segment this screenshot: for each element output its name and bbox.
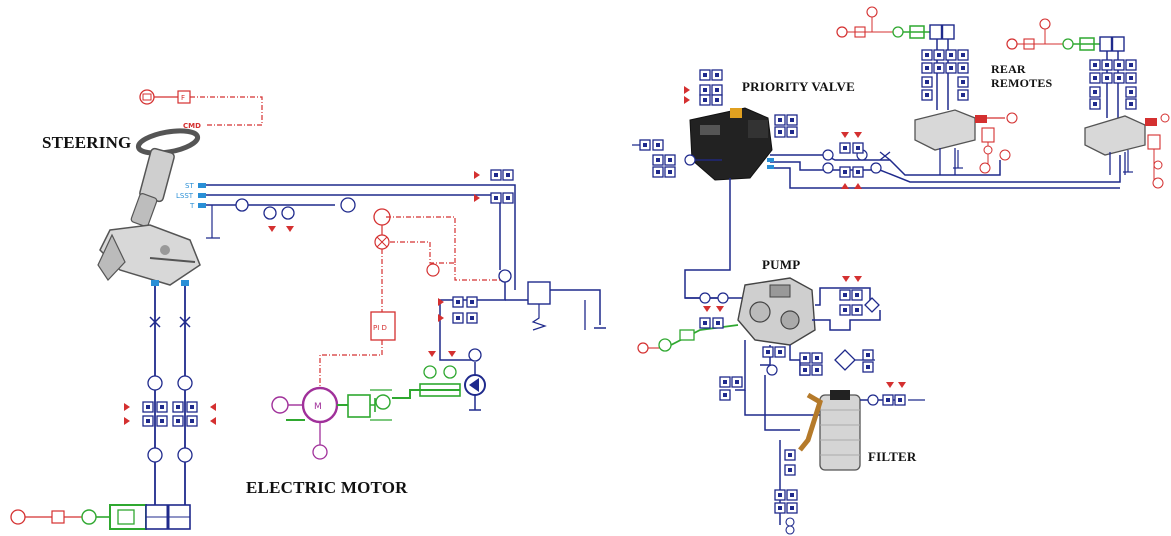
priority-valve-sensors bbox=[632, 69, 798, 178]
port-tag-lsst: LSST bbox=[176, 192, 194, 200]
label-rear-remotes-line1: REAR bbox=[991, 62, 1026, 76]
label-priority-valve: PRIORITY VALVE bbox=[742, 79, 855, 94]
electric-motor-group: M bbox=[271, 348, 486, 460]
priority-valve-graphic bbox=[689, 107, 773, 181]
priority-valve-lines bbox=[684, 132, 1121, 299]
svg-text:M: M bbox=[314, 402, 322, 412]
filter-graphic bbox=[798, 390, 861, 471]
hydraulic-supply-subsystem bbox=[632, 6, 1170, 535]
steering-column-graphic bbox=[97, 128, 201, 286]
svg-text:PI D: PI D bbox=[373, 324, 387, 332]
pump-graphic bbox=[737, 277, 816, 346]
label-filter: FILTER bbox=[868, 449, 917, 464]
steering-cylinder-lines bbox=[124, 280, 216, 505]
pump-circuit bbox=[637, 276, 881, 431]
steering-actuator bbox=[10, 504, 191, 530]
label-pump: PUMP bbox=[762, 257, 801, 272]
label-steering: STEERING bbox=[42, 133, 132, 152]
label-rear-remotes: REAR REMOTES bbox=[991, 62, 1052, 90]
label-rear-remotes-line2: REMOTES bbox=[991, 76, 1053, 90]
filter-circuit bbox=[774, 382, 925, 535]
port-tag-st: ST bbox=[185, 182, 194, 190]
steering-command-source: F CMD bbox=[139, 89, 263, 130]
port-tag-t: T bbox=[189, 202, 195, 210]
motor-controller: PI D bbox=[319, 208, 500, 395]
steering-supply-lines bbox=[198, 169, 606, 361]
rear-remote-2 bbox=[1006, 18, 1170, 189]
svg-text:CMD: CMD bbox=[183, 122, 201, 130]
svg-text:F: F bbox=[181, 94, 185, 102]
steering-subsystem: F CMD bbox=[10, 89, 606, 530]
label-electric-motor: ELECTRIC MOTOR bbox=[246, 478, 408, 497]
rear-remote-1 bbox=[836, 6, 1018, 175]
